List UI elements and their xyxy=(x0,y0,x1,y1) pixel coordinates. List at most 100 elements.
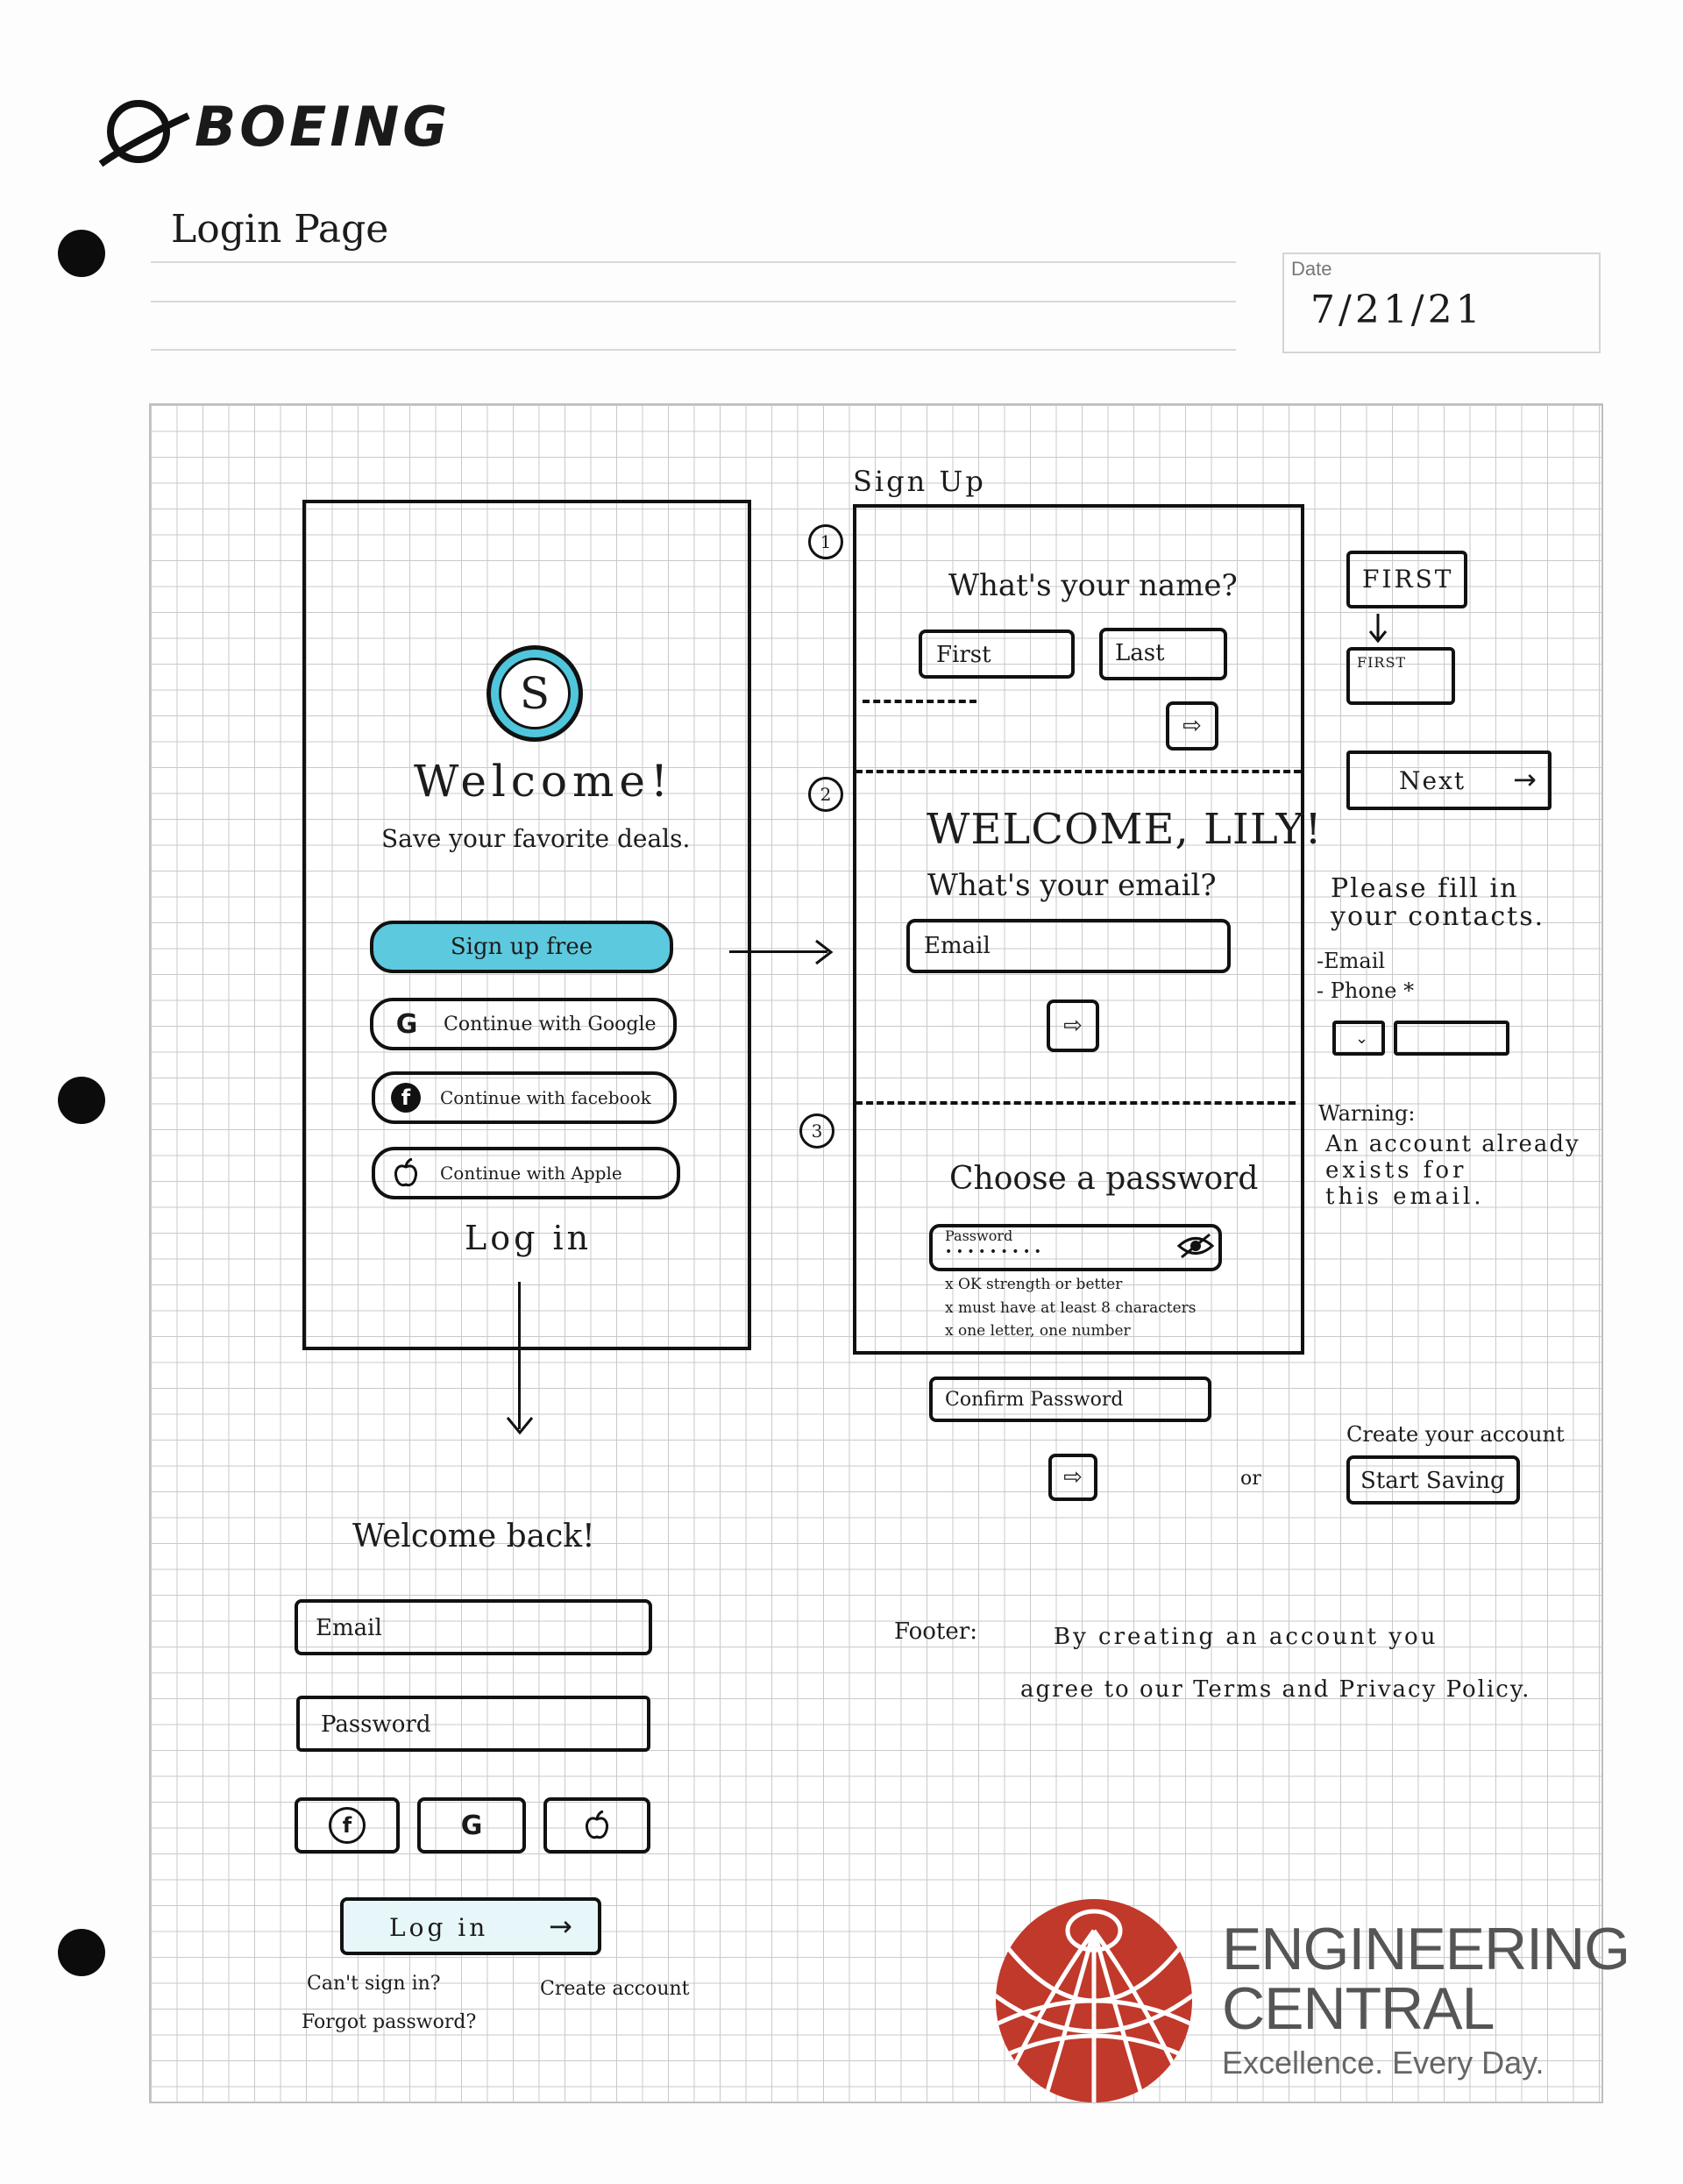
continue-google-button[interactable]: G Continue with Google xyxy=(370,998,677,1050)
country-code-dropdown[interactable]: ⌄ xyxy=(1332,1021,1385,1056)
eye-icon[interactable] xyxy=(1176,1231,1215,1264)
login-apple-button[interactable] xyxy=(543,1797,650,1853)
first-name-placeholder: First xyxy=(936,642,991,668)
cant-sign-in-link[interactable]: Can't sign in? xyxy=(307,1973,441,1995)
facebook-icon: f xyxy=(391,1083,421,1113)
name-question: What's your name? xyxy=(948,568,1238,603)
start-saving-button[interactable]: Start Saving xyxy=(1346,1455,1520,1505)
step2-next-button[interactable]: ⇨ xyxy=(1047,1000,1099,1052)
app-logo-glyph: S xyxy=(519,668,550,719)
arrow-right-icon: ⇨ xyxy=(1063,1464,1083,1490)
contacts-phone-item: - Phone * xyxy=(1317,978,1415,1003)
next-button[interactable]: Next → xyxy=(1346,751,1552,810)
signup-password-input[interactable]: Password • • • • • • • • • xyxy=(929,1224,1222,1271)
forgot-password-link[interactable]: Forgot password? xyxy=(302,2011,477,2033)
last-name-placeholder: Last xyxy=(1115,640,1165,666)
footer-label: Footer: xyxy=(894,1618,977,1645)
login-tagline: Save your favorite deals. xyxy=(381,824,691,853)
contacts-note-2: your contacts. xyxy=(1331,901,1545,932)
login-facebook-button[interactable]: f xyxy=(295,1797,400,1853)
engineering-central-line2: CENTRAL xyxy=(1222,1975,1495,2042)
login-email-input[interactable]: Email xyxy=(295,1599,652,1655)
google-icon: G xyxy=(460,1810,483,1841)
arrow-down-icon xyxy=(1368,614,1388,644)
binder-hole-top xyxy=(58,230,105,277)
first-large-label: FIRST xyxy=(1362,565,1454,594)
signup-password-label: Password xyxy=(945,1227,1013,1244)
create-account-link[interactable]: Create account xyxy=(540,1978,690,2000)
start-saving-label: Start Saving xyxy=(1360,1468,1505,1494)
chevron-down-icon: ⌄ xyxy=(1355,1029,1369,1048)
arrow-right-icon: ⇨ xyxy=(1182,713,1202,739)
step1-next-button[interactable]: ⇨ xyxy=(1166,701,1218,751)
phone-number-input[interactable] xyxy=(1394,1021,1509,1056)
continue-apple-label: Continue with Apple xyxy=(440,1163,622,1184)
date-value: 7/21/21 xyxy=(1310,288,1484,332)
welcome-back-heading: Welcome back! xyxy=(352,1519,595,1554)
continue-google-label: Continue with Google xyxy=(444,1013,657,1035)
boeing-symbol-icon xyxy=(98,100,190,167)
login-submit-label: Log in xyxy=(389,1913,489,1942)
first-input-small: FIRST xyxy=(1346,647,1455,705)
engineering-central-emblem-icon xyxy=(996,1899,1192,2102)
login-welcome-heading: Welcome! xyxy=(414,756,674,807)
boeing-logo: BOEING xyxy=(96,81,500,177)
arrow-right-icon: → xyxy=(549,1910,572,1943)
continue-facebook-button[interactable]: f Continue with facebook xyxy=(372,1071,677,1124)
next-label: Next xyxy=(1399,766,1466,795)
warning-line-1: An account already xyxy=(1325,1131,1580,1157)
warning-line-3: this email. xyxy=(1325,1184,1485,1210)
binder-hole-middle xyxy=(58,1077,105,1124)
signup-password-mask: • • • • • • • • • xyxy=(945,1245,1041,1259)
apple-icon xyxy=(391,1158,421,1188)
signup-free-label: Sign up free xyxy=(450,934,593,960)
first-small-label: FIRST xyxy=(1357,654,1407,671)
signup-free-button[interactable]: Sign up free xyxy=(370,921,673,973)
google-icon: G xyxy=(395,1008,418,1040)
arrow-right-icon: ⇨ xyxy=(1063,1013,1083,1039)
facebook-icon: f xyxy=(329,1807,366,1844)
apple-icon xyxy=(584,1811,610,1840)
continue-facebook-label: Continue with facebook xyxy=(440,1087,651,1108)
arrow-right-icon: → xyxy=(1513,763,1537,796)
page-title: Login Page xyxy=(171,207,389,252)
contacts-email-item: -Email xyxy=(1317,949,1386,973)
arrow-right-icon xyxy=(815,939,834,965)
login-password-input[interactable]: Password xyxy=(296,1696,650,1752)
warning-label: Warning: xyxy=(1318,1101,1416,1126)
login-password-placeholder: Password xyxy=(321,1711,431,1738)
engineering-central-line1: ENGINEERING xyxy=(1222,1916,1630,1982)
graph-paper xyxy=(149,403,1603,2103)
first-input-large: FIRST xyxy=(1346,551,1467,608)
welcome-user-heading: WELCOME, LILY! xyxy=(927,805,1323,854)
last-name-input[interactable]: Last xyxy=(1099,628,1227,680)
warning-line-2: exists for xyxy=(1325,1157,1467,1184)
login-submit-button[interactable]: Log in → xyxy=(340,1897,601,1955)
date-label: Date xyxy=(1291,258,1332,280)
arrow-to-signup xyxy=(729,950,827,953)
contacts-note-1: Please fill in xyxy=(1331,873,1519,904)
email-question: What's your email? xyxy=(927,868,1217,903)
footer-line-2: agree to our Terms and Privacy Policy. xyxy=(1020,1676,1531,1703)
create-account-caption: Create your account xyxy=(1346,1422,1565,1447)
date-box: Date 7/21/21 xyxy=(1282,253,1601,353)
login-screen-frame xyxy=(302,500,751,1350)
confirm-password-placeholder: Confirm Password xyxy=(945,1389,1124,1411)
signup-title: Sign Up xyxy=(853,465,986,498)
signup-email-input[interactable]: Email xyxy=(906,919,1231,973)
continue-apple-button[interactable]: Continue with Apple xyxy=(372,1147,680,1199)
step-2-number: 2 xyxy=(808,777,843,812)
password-rule-2: x must have at least 8 characters xyxy=(945,1299,1197,1317)
login-link[interactable]: Log in xyxy=(465,1219,593,1257)
signup-email-placeholder: Email xyxy=(924,933,991,959)
confirm-submit-button[interactable]: ⇨ xyxy=(1048,1454,1097,1501)
login-email-placeholder: Email xyxy=(316,1615,382,1641)
password-heading: Choose a password xyxy=(949,1161,1259,1197)
step-1-number: 1 xyxy=(808,524,843,559)
login-google-button[interactable]: G xyxy=(417,1797,526,1853)
arrow-to-login-back xyxy=(518,1282,521,1429)
first-name-input[interactable]: First xyxy=(919,630,1075,679)
password-rule-3: x one letter, one number xyxy=(945,1322,1131,1340)
confirm-password-input[interactable]: Confirm Password xyxy=(929,1377,1211,1422)
step-3-number: 3 xyxy=(799,1113,834,1149)
